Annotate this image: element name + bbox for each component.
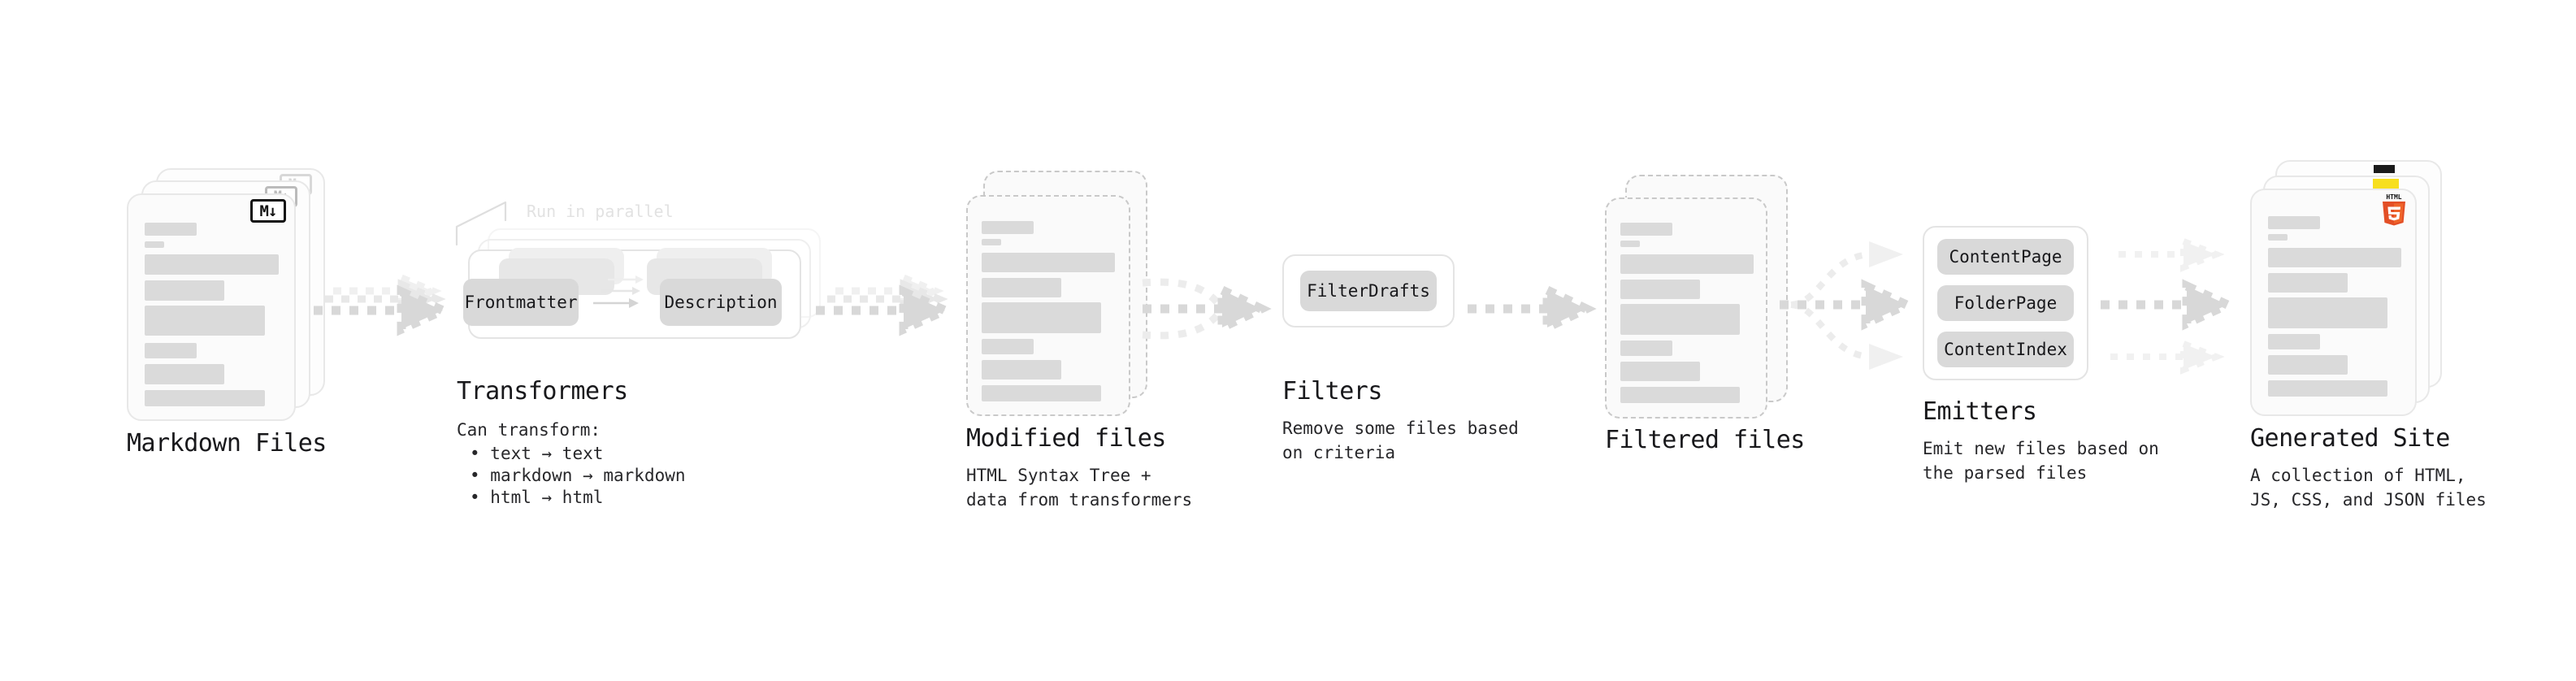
filter-chip-filterdrafts[interactable]: FilterDrafts [1300, 271, 1437, 311]
skeleton-line [1620, 304, 1740, 335]
stage-desc-emitters: Emit new files based on the parsed files [1923, 439, 2159, 484]
transformer-chip-frontmatter[interactable]: Frontmatter [463, 279, 579, 326]
skeleton-line [145, 280, 224, 301]
stage-desc-transformers: Can transform: [457, 420, 601, 440]
bullet-text: text → text [490, 444, 604, 463]
html5-icon: HTML [2383, 193, 2405, 226]
stage-title-emitters: Emitters [1923, 397, 2037, 426]
transformer-chip-description[interactable]: Description [660, 279, 782, 326]
skeleton-line [2268, 380, 2387, 397]
stage-title-transformers: Transformers [457, 377, 628, 406]
skeleton-line [2268, 234, 2288, 241]
stage-desc-modified-files: HTML Syntax Tree + data from transformer… [966, 466, 1193, 510]
skeleton-line [982, 302, 1101, 333]
skeleton-line [145, 390, 265, 406]
connector-modified-to-filters [1142, 278, 1272, 340]
skeleton-line [145, 254, 279, 275]
skeleton-line [2268, 355, 2348, 375]
connector-markdown-to-transformers [314, 272, 454, 336]
skeleton-line [982, 221, 1034, 234]
svg-text:HTML: HTML [2386, 193, 2401, 201]
skeleton-line [1620, 223, 1672, 236]
skeleton-line [2268, 248, 2401, 267]
skeleton-line [982, 385, 1101, 401]
stage-title-modified-files: Modified files [966, 424, 1166, 453]
skeleton-line [982, 253, 1115, 272]
bullet-text: markdown → markdown [490, 466, 686, 485]
stage-title-filtered-files: Filtered files [1605, 426, 1805, 454]
transformer-inner-arrows [593, 275, 644, 308]
stage-desc-generated-site: A collection of HTML, JS, CSS, and JSON … [2250, 466, 2487, 510]
skeleton-line [1620, 340, 1672, 356]
connector-filtered-to-emitters [1780, 241, 1918, 370]
stage-title-generated-site: Generated Site [2250, 424, 2450, 453]
emitter-chip-contentpage[interactable]: ContentPage [1937, 239, 2074, 275]
skeleton-line [145, 364, 224, 384]
stage-desc-filters: Remove some files based on criteria [1282, 419, 1519, 463]
connector-filters-to-filtered [1468, 283, 1597, 335]
skeleton-line [1620, 241, 1640, 247]
skeleton-line [2268, 273, 2348, 293]
transformer-bullet-0: • text → text [470, 444, 604, 463]
skeleton-line [2268, 216, 2320, 229]
bullet-text: html → html [490, 488, 604, 507]
skeleton-line [982, 239, 1001, 245]
emitter-chip-contentindex[interactable]: ContentIndex [1937, 332, 2074, 367]
skeleton-line [145, 241, 164, 248]
skeleton-line [145, 306, 265, 336]
skeleton-line [982, 360, 1061, 380]
markdown-icon: M↓ [250, 199, 286, 223]
skeleton-line [2268, 334, 2320, 349]
stage-title-markdown-files: Markdown Files [127, 429, 327, 458]
skeleton-line [145, 343, 197, 358]
connector-emitters-to-site [2101, 236, 2239, 375]
skeleton-line [1620, 362, 1700, 381]
run-in-parallel-bracket [455, 201, 507, 246]
stage-title-filters: Filters [1282, 377, 1382, 406]
emitter-chip-folderpage[interactable]: FolderPage [1937, 285, 2074, 321]
transformer-bullet-2: • html → html [470, 488, 604, 507]
run-in-parallel-label: Run in parallel [527, 202, 674, 221]
skeleton-line [1620, 387, 1740, 403]
skeleton-line [2268, 297, 2387, 328]
skeleton-line [1620, 280, 1700, 299]
skeleton-line [1620, 254, 1754, 274]
connector-transformers-to-modified [816, 272, 956, 336]
skeleton-line [982, 339, 1034, 354]
transformer-bullet-1: • markdown → markdown [470, 466, 686, 485]
skeleton-line [145, 223, 197, 236]
skeleton-line [982, 278, 1061, 297]
